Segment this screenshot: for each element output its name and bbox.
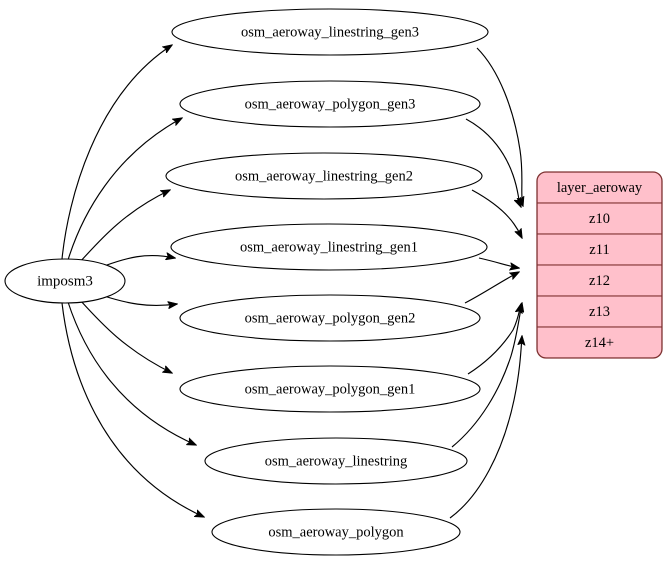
edge-osm_aeroway_linestring-to-z13 bbox=[451, 303, 522, 448]
node-osm_aeroway_linestring_gen2-shape[interactable] bbox=[165, 152, 483, 200]
node-osm_aeroway_polygon_gen2-shape[interactable] bbox=[179, 294, 481, 342]
edge-osm_aeroway_polygon_gen3-to-z10 bbox=[465, 118, 521, 207]
node-osm_aeroway_polygon[interactable]: osm_aeroway_polygon bbox=[211, 508, 461, 556]
table-row-z12-label: z12 bbox=[589, 273, 610, 289]
table-row-z14-cell[interactable] bbox=[537, 326, 662, 358]
edge-imposm3-to-osm_aeroway_linestring bbox=[67, 301, 196, 445]
node-osm_aeroway_linestring-shape[interactable] bbox=[204, 437, 468, 485]
node-osm_aeroway_linestring_gen1[interactable]: osm_aeroway_linestring_gen1 bbox=[170, 223, 488, 271]
node-osm_aeroway_linestring_gen3-label: osm_aeroway_linestring_gen3 bbox=[241, 24, 419, 40]
node-osm_aeroway_polygon-label: osm_aeroway_polygon bbox=[268, 524, 404, 540]
table-row-z10-label: z10 bbox=[589, 211, 610, 227]
node-osm_aeroway_polygon_gen3[interactable]: osm_aeroway_polygon_gen3 bbox=[179, 80, 481, 128]
table-row-z10-cell[interactable] bbox=[537, 202, 662, 235]
node-osm_aeroway_polygon_gen1-shape[interactable] bbox=[179, 365, 481, 413]
edge-group-root-to-sources bbox=[61, 45, 204, 517]
edge-imposm3-to-osm_aeroway_linestring_gen2 bbox=[79, 190, 170, 263]
edge-imposm3-to-osm_aeroway_polygon_gen3 bbox=[67, 118, 182, 261]
node-osm_aeroway_linestring_gen3-shape[interactable] bbox=[171, 8, 489, 56]
edge-imposm3-to-osm_aeroway_polygon bbox=[61, 302, 204, 517]
edge-osm_aeroway_polygon_gen2-to-z12 bbox=[464, 272, 519, 304]
edge-osm_aeroway_linestring_gen3-to-z10 bbox=[476, 47, 523, 206]
edge-imposm3-to-osm_aeroway_polygon_gen1 bbox=[79, 299, 172, 373]
node-osm_aeroway_linestring_gen2-label: osm_aeroway_linestring_gen2 bbox=[235, 168, 413, 184]
edge-imposm3-to-osm_aeroway_linestring_gen3 bbox=[61, 45, 172, 260]
node-osm_aeroway_linestring-label: osm_aeroway_linestring bbox=[265, 453, 408, 469]
node-osm_aeroway_linestring[interactable]: osm_aeroway_linestring bbox=[204, 437, 468, 485]
node-imposm3-label: imposm3 bbox=[37, 273, 93, 289]
node-osm_aeroway_linestring_gen1-shape[interactable] bbox=[170, 223, 488, 271]
table-row-header-cell bbox=[537, 172, 662, 204]
edge-osm_aeroway_polygon-to-z14 bbox=[449, 336, 522, 519]
table-header-label: layer_aeroway bbox=[557, 180, 643, 196]
table-row-z13-label: z13 bbox=[589, 304, 610, 320]
node-osm_aeroway_polygon_gen3-label: osm_aeroway_polygon_gen3 bbox=[245, 96, 416, 112]
edge-group-sources-to-table bbox=[449, 47, 523, 519]
node-osm_aeroway_polygon_gen3-shape[interactable] bbox=[179, 80, 481, 128]
node-imposm3[interactable]: imposm3 bbox=[4, 258, 126, 304]
edge-imposm3-to-osm_aeroway_polygon_gen2 bbox=[103, 295, 177, 305]
node-osm_aeroway_polygon_gen2[interactable]: osm_aeroway_polygon_gen2 bbox=[179, 294, 481, 342]
edge-imposm3-to-osm_aeroway_linestring_gen1 bbox=[103, 256, 175, 267]
node-osm_aeroway_polygon-shape[interactable] bbox=[211, 508, 461, 556]
node-osm_aeroway_polygon_gen1-label: osm_aeroway_polygon_gen1 bbox=[245, 381, 416, 397]
node-imposm3-shape[interactable] bbox=[4, 258, 126, 304]
edge-osm_aeroway_linestring_gen2-to-z11 bbox=[471, 189, 522, 238]
node-osm_aeroway_linestring_gen1-label: osm_aeroway_linestring_gen1 bbox=[240, 239, 418, 255]
table-row-z14-label: z14+ bbox=[585, 335, 614, 351]
node-osm_aeroway_linestring_gen3[interactable]: osm_aeroway_linestring_gen3 bbox=[171, 8, 489, 56]
table-row-z13-cell[interactable] bbox=[537, 295, 662, 328]
node-osm_aeroway_polygon_gen1[interactable]: osm_aeroway_polygon_gen1 bbox=[179, 365, 481, 413]
table-border bbox=[536, 171, 663, 359]
table-layer_aeroway[interactable]: layer_aeroway z10 z11 z12 z13 z14+ bbox=[536, 171, 663, 359]
node-osm_aeroway_polygon_gen2-label: osm_aeroway_polygon_gen2 bbox=[245, 310, 416, 326]
node-osm_aeroway_linestring_gen2[interactable]: osm_aeroway_linestring_gen2 bbox=[165, 152, 483, 200]
table-row-z11-label: z11 bbox=[589, 242, 609, 258]
table-row-z12-cell[interactable] bbox=[537, 264, 662, 297]
edge-osm_aeroway_linestring_gen1-to-z12 bbox=[478, 257, 519, 268]
